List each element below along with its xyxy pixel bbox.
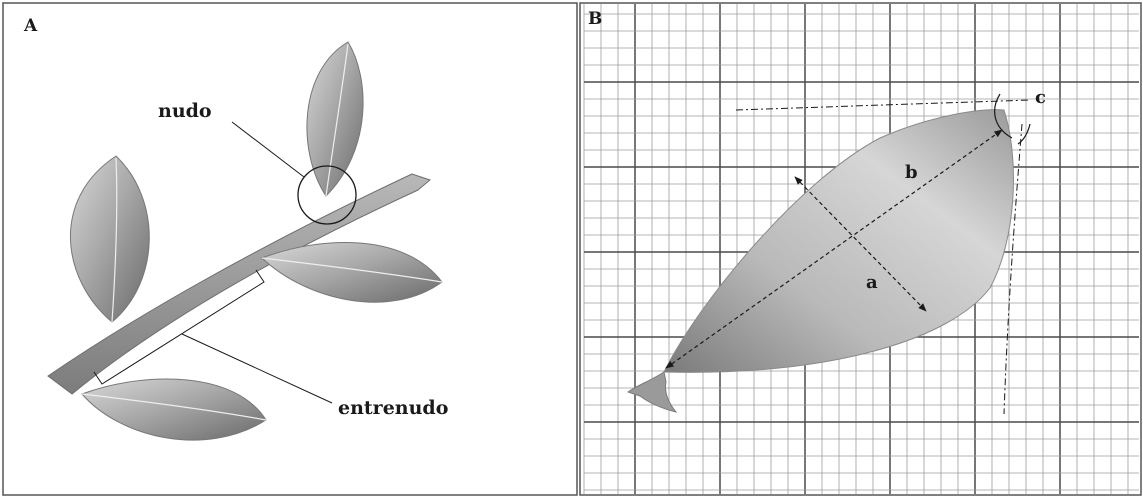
panel-a: A nudo entrenudo (3, 3, 577, 495)
node-label: nudo (158, 100, 212, 122)
panel-b-label: B (588, 9, 602, 29)
panel-a-label: A (23, 16, 38, 36)
length-label: b (905, 162, 918, 183)
width-label: a (866, 272, 878, 293)
internode-label: entrenudo (338, 397, 448, 419)
angle-label: c (1035, 87, 1046, 108)
panel-b: B b a c (580, 3, 1141, 495)
